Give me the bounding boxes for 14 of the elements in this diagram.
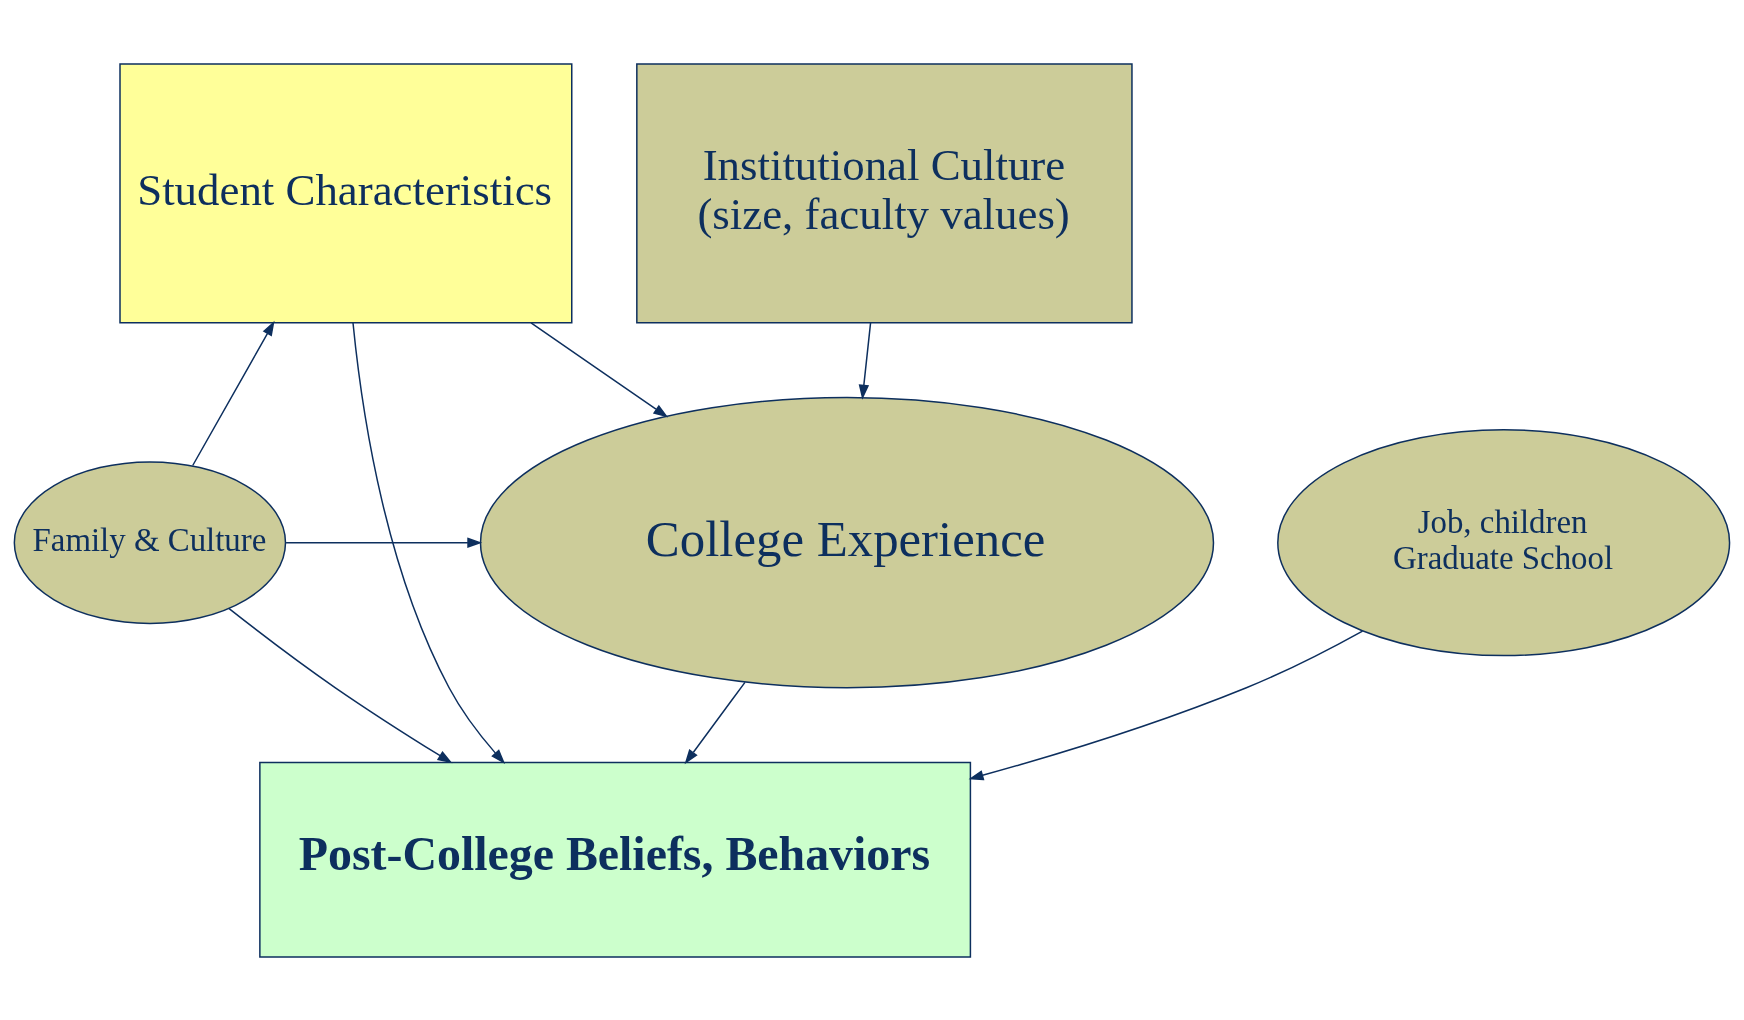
node-box: Institutional Culture (size, faculty values) xyxy=(636,62,1133,323)
arrow xyxy=(285,536,483,548)
arrow xyxy=(352,321,506,764)
node-box: Post-College Beliefs, Behaviors xyxy=(259,761,972,958)
arrow xyxy=(228,607,453,763)
arrow xyxy=(968,629,1364,780)
node-ellipse: College Experience xyxy=(479,396,1215,688)
arrow xyxy=(192,320,275,466)
arrow xyxy=(858,321,872,400)
arrow xyxy=(684,681,746,764)
node-ellipse: Family & Culture xyxy=(13,460,287,624)
node-box: Student Characteristics xyxy=(119,62,573,323)
arrow xyxy=(530,321,669,418)
node-ellipse: Job, children Graduate School xyxy=(1277,428,1731,656)
